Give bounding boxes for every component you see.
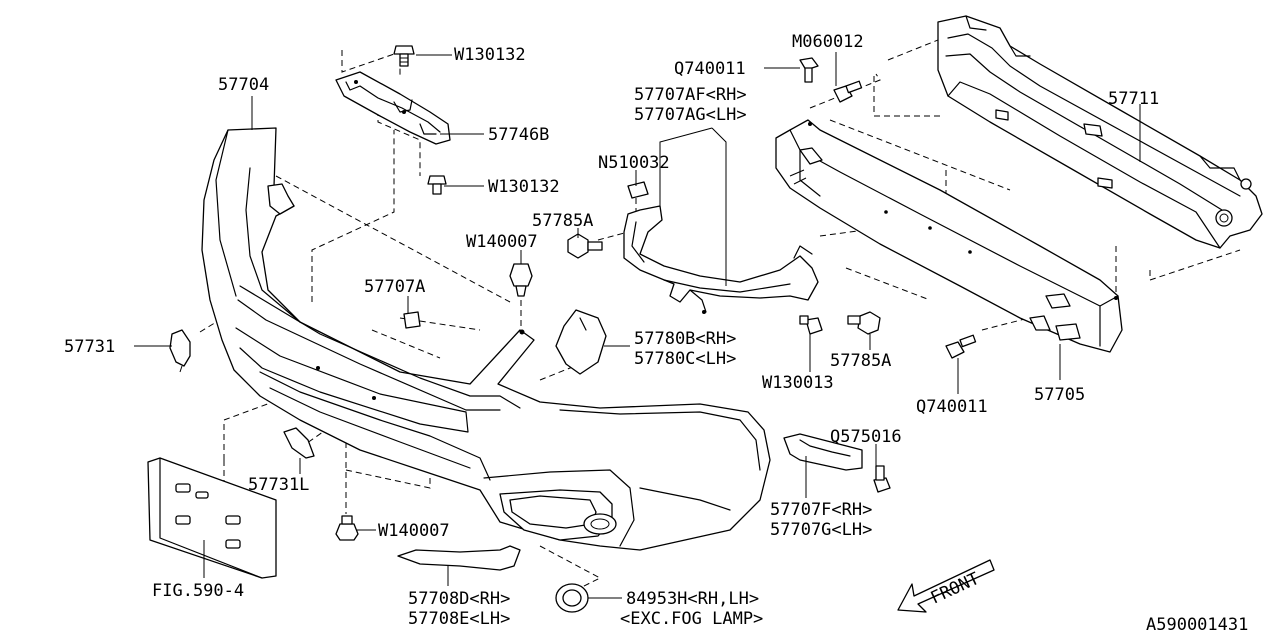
label-n510032: N510032 bbox=[598, 153, 670, 173]
label-w130132-top: W130132 bbox=[454, 45, 526, 65]
label-57731: 57731 bbox=[64, 337, 115, 357]
label-57785a-left: 57785A bbox=[532, 211, 593, 231]
fog-cover-84953h bbox=[555, 583, 589, 613]
label-57708d: 57708D<RH> bbox=[408, 589, 510, 609]
label-57707af: 57707AF<RH> bbox=[634, 85, 747, 105]
label-w130013: W130013 bbox=[762, 373, 834, 393]
label-57785a-right: 57785A bbox=[830, 351, 891, 371]
nut-n510032 bbox=[627, 181, 649, 199]
clip-w140007-top bbox=[509, 263, 533, 297]
label-57707a: 57707A bbox=[364, 277, 425, 297]
front-label: FRONT bbox=[928, 569, 983, 609]
label-q740011-top: Q740011 bbox=[674, 59, 746, 79]
label-57707f: 57707F<RH> bbox=[770, 500, 872, 520]
side-bracket-57707af bbox=[623, 205, 819, 314]
clip-w140007-bottom bbox=[335, 515, 359, 541]
label-57780b: 57780B<RH> bbox=[634, 329, 736, 349]
label-57705: 57705 bbox=[1034, 385, 1085, 405]
garnish-57708d bbox=[397, 545, 521, 571]
bolt-q575016 bbox=[873, 465, 891, 493]
label-57707g: 57707G<LH> bbox=[770, 520, 872, 540]
label-exc-fog-lamp: <EXC.FOG LAMP> bbox=[620, 609, 763, 629]
bolt-57785a-left bbox=[567, 233, 603, 259]
bolt-q740011-bottom bbox=[945, 334, 977, 359]
label-57708e: 57708E<LH> bbox=[408, 609, 510, 629]
top-bracket-57746b bbox=[335, 71, 451, 145]
label-q575016: Q575016 bbox=[830, 427, 902, 447]
label-w140007-top: W140007 bbox=[466, 232, 538, 252]
label-diagram-id: A590001431 bbox=[1146, 615, 1248, 635]
grommet-57731 bbox=[169, 329, 191, 373]
label-84953h: 84953H<RH,LH> bbox=[626, 589, 759, 609]
clip-57707a bbox=[403, 306, 421, 329]
bumper-beam-57711 bbox=[937, 15, 1263, 249]
pad-57780b bbox=[555, 309, 607, 375]
label-57711: 57711 bbox=[1108, 89, 1159, 109]
screw-w130132-mid bbox=[427, 175, 447, 195]
bolt-57785a-right bbox=[847, 311, 881, 335]
label-fig590: FIG.590-4 bbox=[152, 581, 244, 601]
screw-w130132-top bbox=[393, 45, 415, 67]
lower-bracket-57707f bbox=[783, 433, 863, 471]
grommet-57731l bbox=[283, 427, 315, 459]
license-plate-bracket bbox=[147, 457, 277, 579]
label-57704: 57704 bbox=[218, 75, 269, 95]
bolt-m060012 bbox=[833, 80, 863, 103]
label-57746b: 57746B bbox=[488, 125, 549, 145]
label-w140007-bottom: W140007 bbox=[378, 521, 450, 541]
label-w130132-mid: W130132 bbox=[488, 177, 560, 197]
energy-absorber-57705 bbox=[775, 119, 1123, 353]
front-direction-arrow: FRONT bbox=[897, 559, 995, 613]
label-57707ag: 57707AG<LH> bbox=[634, 105, 747, 125]
label-57780c: 57780C<LH> bbox=[634, 349, 736, 369]
label-q740011-bottom: Q740011 bbox=[916, 397, 988, 417]
label-57731l: 57731L bbox=[248, 475, 309, 495]
bolt-q740011-top bbox=[799, 57, 819, 83]
label-m060012: M060012 bbox=[792, 32, 864, 52]
leader-lines bbox=[134, 52, 1141, 599]
front-bumper-cover bbox=[201, 127, 771, 551]
screw-w130013 bbox=[799, 315, 823, 335]
callout-labels: 57704 W130132 57746B W130132 Q740011 M06… bbox=[64, 32, 1248, 635]
